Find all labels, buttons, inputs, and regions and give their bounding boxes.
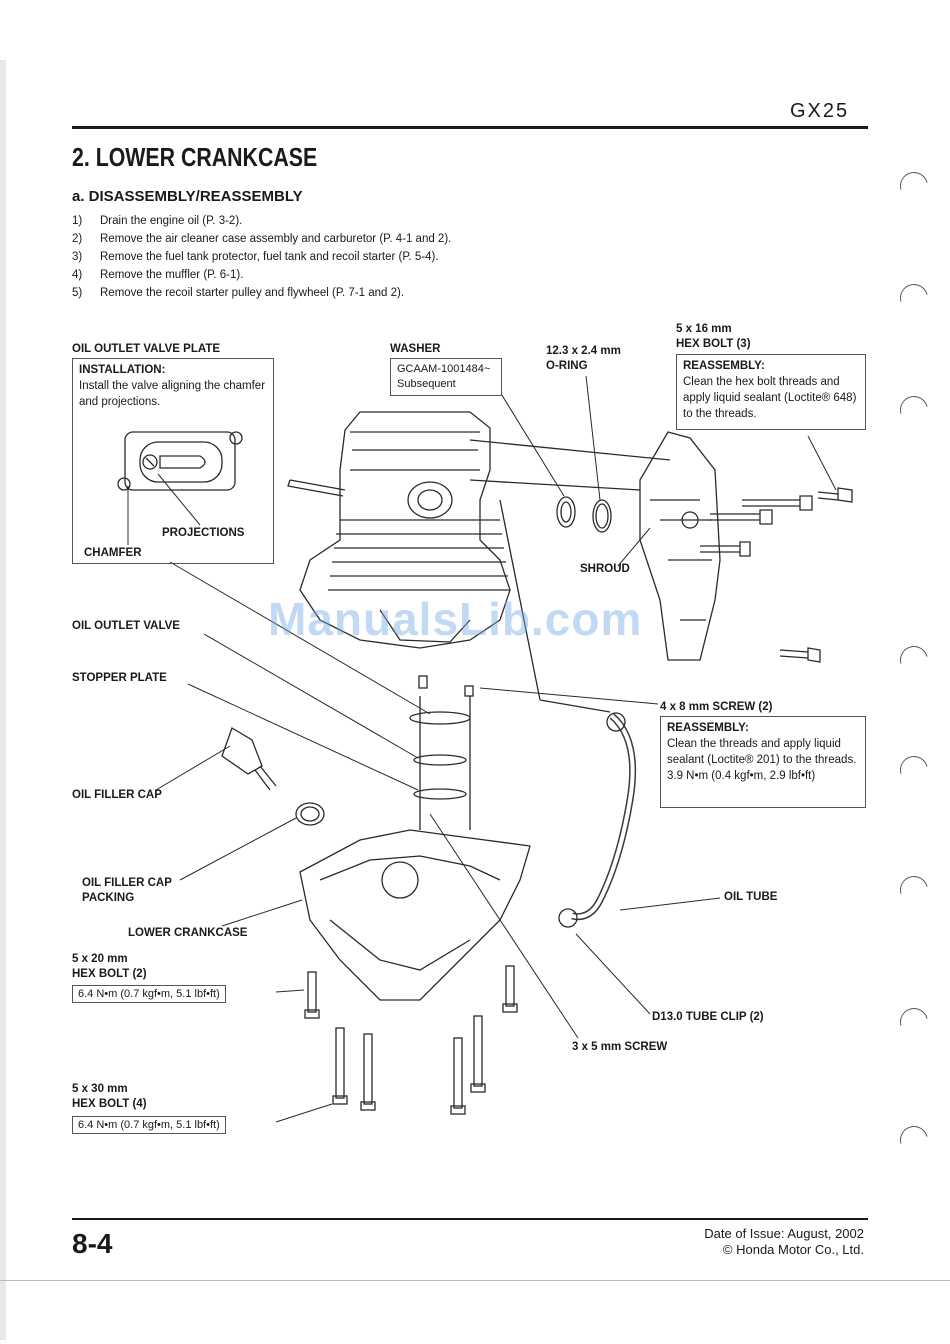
label-oring-size: 12.3 x 2.4 mm xyxy=(546,345,621,357)
label-washer: WASHER xyxy=(390,343,441,355)
section-title: 2. LOWER CRANKCASE xyxy=(72,142,318,172)
reassembly-heading-1: REASSEMBLY: xyxy=(683,360,765,372)
oil-tube-shape xyxy=(571,713,637,921)
label-chamfer: CHAMFER xyxy=(84,547,142,559)
reassembly-text-1: Clean the hex bolt threads and apply liq… xyxy=(683,376,857,420)
label-screw-4x8: 4 x 8 mm SCREW (2) xyxy=(660,701,773,713)
label-hex-bolt-30: HEX BOLT (4) xyxy=(72,1098,147,1110)
label-tube-clip: D13.0 TUBE CLIP (2) xyxy=(652,1011,764,1023)
label-hex-bolt-16: HEX BOLT (3) xyxy=(676,338,751,350)
copyright: © Honda Motor Co., Ltd. xyxy=(722,1242,864,1257)
issue-info: Date of Issue: August, 2002 © Honda Moto… xyxy=(704,1226,864,1258)
lower-crankcase-shape xyxy=(299,829,531,1001)
step-text: Remove the muffler (P. 6-1). xyxy=(100,269,244,281)
step-number: 3) xyxy=(72,251,83,263)
valve-plate-inset-outline xyxy=(124,431,236,491)
step-number: 5) xyxy=(72,287,83,299)
label-oil-outlet-valve: OIL OUTLET VALVE xyxy=(72,620,180,632)
reassembly-torque-2: 3.9 N•m (0.4 kgf•m, 2.9 lbf•ft) xyxy=(667,770,816,782)
step-number: 1) xyxy=(72,215,83,227)
oil-filler-cap-shape xyxy=(221,727,263,775)
valve-plate-inset-inner xyxy=(139,441,223,483)
step-text: Drain the engine oil (P. 3-2). xyxy=(100,215,243,227)
step-number: 4) xyxy=(72,269,83,281)
washer-shape xyxy=(556,496,576,528)
reassembly-callout-1: REASSEMBLY: Clean the hex bolt threads a… xyxy=(676,354,866,430)
filler-packing-shape xyxy=(295,802,325,826)
installation-text: Install the valve aligning the chamfer a… xyxy=(79,380,266,408)
installation-callout: INSTALLATION: Install the valve aligning… xyxy=(72,358,274,564)
torque-spec-hex-bolt-20: 6.4 N•m (0.7 kgf•m, 5.1 lbf•ft) xyxy=(72,985,226,1003)
label-hex-bolt-20-size: 5 x 20 mm xyxy=(72,953,128,965)
step-text: Remove the fuel tank protector, fuel tan… xyxy=(100,251,439,263)
step-item: 4) Remove the muffler (P. 6-1). xyxy=(72,266,451,284)
page-edge xyxy=(0,60,6,1340)
label-shroud: SHROUD xyxy=(580,563,630,575)
page-number: 8-4 xyxy=(72,1228,113,1259)
label-oil-outlet-valve-plate: OIL OUTLET VALVE PLATE xyxy=(72,343,221,355)
step-number: 2) xyxy=(72,233,83,245)
subsection-title: a. DISASSEMBLY/REASSEMBLY xyxy=(72,188,303,205)
label-hex-bolt-16-size: 5 x 16 mm xyxy=(676,323,732,335)
label-projections: PROJECTIONS xyxy=(162,527,245,539)
label-hex-bolt-30-size: 5 x 30 mm xyxy=(72,1083,128,1095)
shroud-shape xyxy=(639,431,721,661)
label-hex-bolt-20: HEX BOLT (2) xyxy=(72,968,147,980)
torque-spec-hex-bolt-30: 6.4 N•m (0.7 kgf•m, 5.1 lbf•ft) xyxy=(72,1116,226,1134)
hex-bolts-30 xyxy=(332,1015,486,1115)
label-screw-3x5: 3 x 5 mm SCREW xyxy=(572,1041,668,1053)
step-item: 1) Drain the engine oil (P. 3-2). xyxy=(72,212,451,230)
footer-rule xyxy=(72,1218,868,1220)
label-oil-filler-cap-packing: OIL FILLER CAP PACKING xyxy=(82,877,172,904)
model-label: GX25 xyxy=(790,100,850,122)
header-rule xyxy=(72,126,868,129)
label-oil-tube: OIL TUBE xyxy=(724,891,778,903)
installation-heading: INSTALLATION: xyxy=(79,364,166,376)
step-item: 5) Remove the recoil starter pulley and f… xyxy=(72,284,451,302)
step-item: 2) Remove the air cleaner case assembly a… xyxy=(72,230,451,248)
reassembly-text-2: Clean the threads and apply liquid seala… xyxy=(667,738,857,766)
label-stopper-plate: STOPPER PLATE xyxy=(72,672,167,684)
watermark: ManualsLib.com xyxy=(268,593,643,645)
label-lower-crankcase: LOWER CRANKCASE xyxy=(128,927,248,939)
label-oil-filler-cap: OIL FILLER CAP xyxy=(72,789,162,801)
label-oring: O-RING xyxy=(546,360,588,372)
step-text: Remove the recoil starter pulley and fly… xyxy=(100,287,405,299)
oring-shape xyxy=(592,499,612,533)
washer-part-number: GCAAM-1001484~ Subsequent xyxy=(397,363,491,390)
hex-bolts-20 xyxy=(304,965,518,1019)
cylinder-body xyxy=(299,411,511,649)
page-bottom-line xyxy=(0,1280,950,1281)
step-text: Remove the air cleaner case assembly and… xyxy=(100,233,452,245)
reassembly-callout-2: REASSEMBLY: Clean the threads and apply … xyxy=(660,716,866,808)
step-item: 3) Remove the fuel tank protector, fuel t… xyxy=(72,248,451,266)
washer-part-callout: GCAAM-1001484~ Subsequent xyxy=(390,358,502,396)
issue-date: Date of Issue: August, 2002 xyxy=(704,1226,864,1241)
valve-plate-hole xyxy=(142,454,158,470)
reassembly-heading-2: REASSEMBLY: xyxy=(667,722,749,734)
procedure-steps: 1) Drain the engine oil (P. 3-2). 2) Remov… xyxy=(72,212,451,302)
